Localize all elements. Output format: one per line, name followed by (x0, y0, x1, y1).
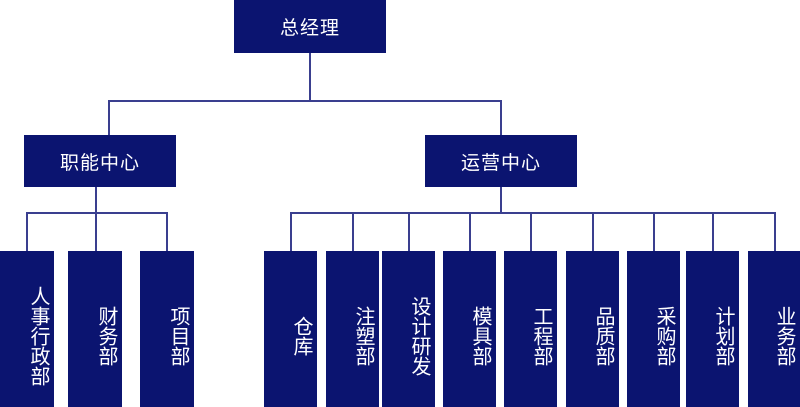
connector-operations-drop-3 (408, 212, 410, 252)
department-node: 业务部 (748, 251, 800, 407)
department-node: 人事行政部 (0, 251, 54, 407)
connector-functional-down (95, 186, 97, 213)
center-node-operations: 运营中心 (425, 135, 577, 187)
connector-root-down (309, 52, 311, 101)
connector-functional-drop-2 (95, 212, 97, 252)
department-node: 模具部 (443, 251, 496, 407)
department-node: 计划部 (686, 251, 739, 407)
connector-functional-drop-3 (166, 212, 168, 252)
connector-operations-drop-2 (352, 212, 354, 252)
center-node-functional: 职能中心 (24, 135, 176, 187)
connector-operations-bar (290, 212, 775, 214)
department-node: 仓库 (264, 251, 317, 407)
connector-operations-drop-9 (774, 212, 776, 252)
connector-functional-drop-1 (26, 212, 28, 252)
department-node: 设计研发 (382, 251, 435, 407)
connector-operations-drop-4 (469, 212, 471, 252)
department-node: 注塑部 (326, 251, 379, 407)
connector-functional-up (108, 100, 110, 136)
connector-operations-down (500, 186, 502, 213)
connector-operations-drop-8 (712, 212, 714, 252)
root-node-general-manager: 总经理 (234, 0, 386, 53)
department-node: 采购部 (627, 251, 680, 407)
connector-level1-bar (108, 100, 501, 102)
connector-operations-drop-5 (530, 212, 532, 252)
department-node: 品质部 (566, 251, 619, 407)
department-node: 工程部 (504, 251, 557, 407)
connector-operations-drop-6 (592, 212, 594, 252)
department-node: 财务部 (68, 251, 122, 407)
department-node: 项目部 (140, 251, 194, 407)
connector-operations-drop-7 (653, 212, 655, 252)
connector-operations-up (500, 100, 502, 136)
connector-operations-drop-1 (290, 212, 292, 252)
connector-functional-bar (26, 212, 167, 214)
